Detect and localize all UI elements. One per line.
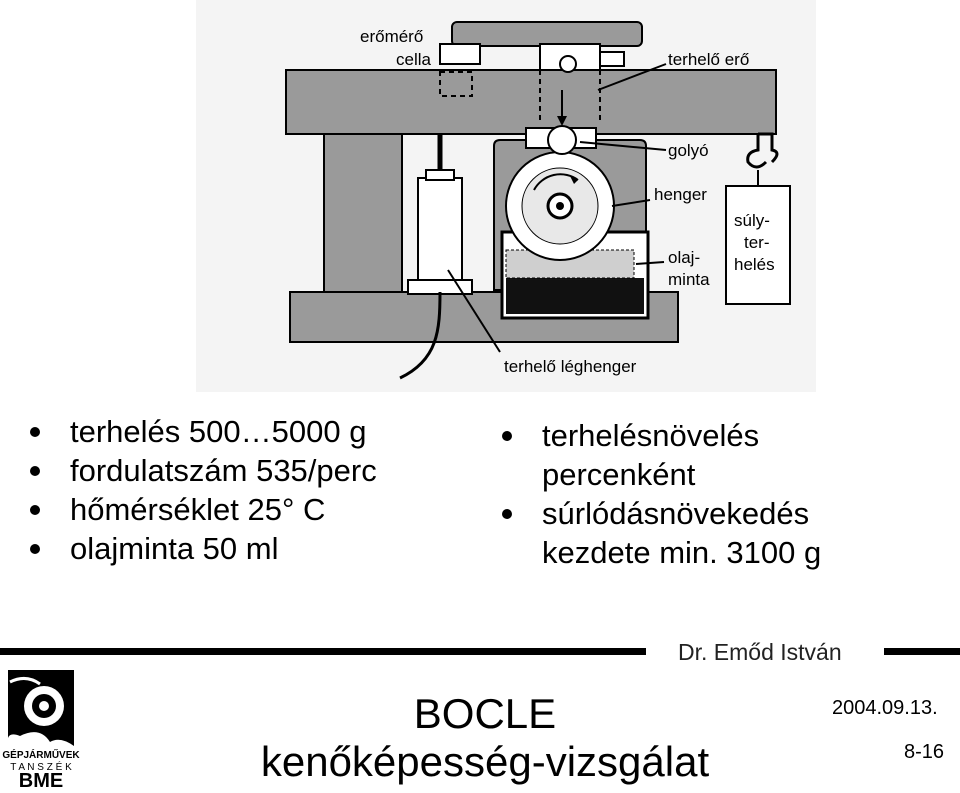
- date: 2004.09.13.: [832, 697, 938, 719]
- oil-reservoir: [506, 278, 644, 314]
- label-cylinder: henger: [654, 185, 707, 204]
- list-item: fordulatszám 535/perc: [22, 451, 377, 490]
- list-item-line: percenként: [542, 457, 696, 492]
- list-item-line: terhelésnövelés: [542, 418, 760, 453]
- label-weight-line2: ter-: [744, 233, 770, 252]
- label-force-cell-line1: erőmérő: [360, 27, 423, 46]
- list-item: terhelés 500…5000 g: [22, 412, 377, 451]
- list-item: hőmérséklet 25° C: [22, 490, 377, 529]
- slide-number: 8-16: [904, 741, 945, 763]
- label-load-force: terhelő erő: [668, 50, 749, 69]
- parameter-list: terhelés 500…5000 g fordulatszám 535/per…: [22, 412, 377, 568]
- footer-rule-left: [0, 648, 646, 655]
- label-oil-sample-line1: olaj-: [668, 248, 700, 267]
- list-item-line: súrlódásnövekedés: [542, 496, 810, 531]
- label-oil-sample-line2: minta: [668, 270, 710, 289]
- list-item: terhelésnövelés percenként: [494, 416, 821, 494]
- label-weight-line1: súly-: [734, 211, 770, 230]
- author: Dr. Emőd István: [678, 639, 842, 665]
- ball: [547, 125, 577, 155]
- load-beam: [285, 69, 777, 135]
- logo-text-line2: T A N S Z É K: [10, 760, 72, 773]
- bocle-apparatus-diagram: erőmérő cella terhelő erő golyó henger o…: [196, 0, 816, 392]
- logo-text-line1: GÉPJÁRMŰVEK: [2, 748, 80, 761]
- procedure-list: terhelésnövelés percenként súrlódásnövek…: [494, 416, 821, 572]
- slide-subtitle: kenőképesség-vizsgálat: [260, 738, 710, 785]
- label-weight-line3: helés: [734, 255, 775, 274]
- logo-text-line3: BME: [19, 770, 63, 788]
- weight-load: [725, 185, 791, 305]
- air-cylinder: [417, 177, 463, 295]
- label-ball: golyó: [668, 141, 709, 160]
- list-item: olajminta 50 ml: [22, 529, 377, 568]
- list-item-line: kezdete min. 3100 g: [542, 535, 822, 570]
- footer-rule-right: [884, 648, 960, 655]
- bme-logo: GÉPJÁRMŰVEK T A N S Z É K BME: [0, 666, 82, 792]
- list-item: súrlódásnövekedés kezdete min. 3100 g: [494, 494, 821, 572]
- hook: [746, 132, 779, 169]
- air-hose: [399, 291, 442, 380]
- label-force-cell-line2: cella: [396, 50, 432, 69]
- force-cell: [451, 21, 643, 47]
- slide-title: BOCLE: [413, 690, 557, 737]
- label-air-cylinder: terhelő léghenger: [504, 357, 637, 376]
